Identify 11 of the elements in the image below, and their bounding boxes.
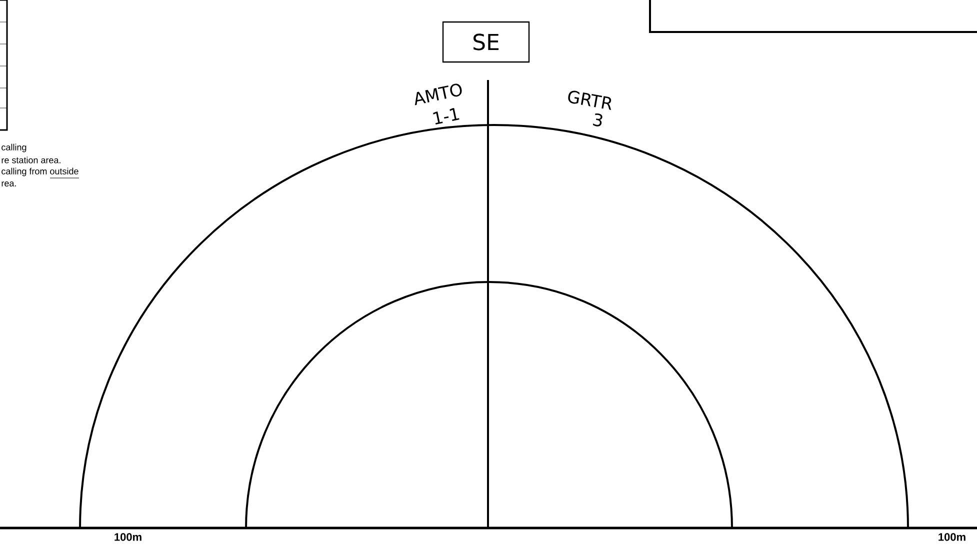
text-label: 3 bbox=[592, 113, 602, 126]
text-label: AMTO bbox=[414, 84, 462, 106]
text-label: calling from outside bbox=[2, 168, 78, 176]
text-label: 100m bbox=[938, 533, 966, 541]
text-label: 1-1 bbox=[433, 108, 460, 124]
text-label: re station area. bbox=[2, 156, 60, 164]
text-label: calling bbox=[2, 144, 26, 152]
text-label: 100m bbox=[114, 533, 142, 541]
text-label: rea. bbox=[2, 182, 16, 186]
sign-box: SE bbox=[442, 21, 530, 63]
text-label: GRTR bbox=[568, 90, 612, 110]
